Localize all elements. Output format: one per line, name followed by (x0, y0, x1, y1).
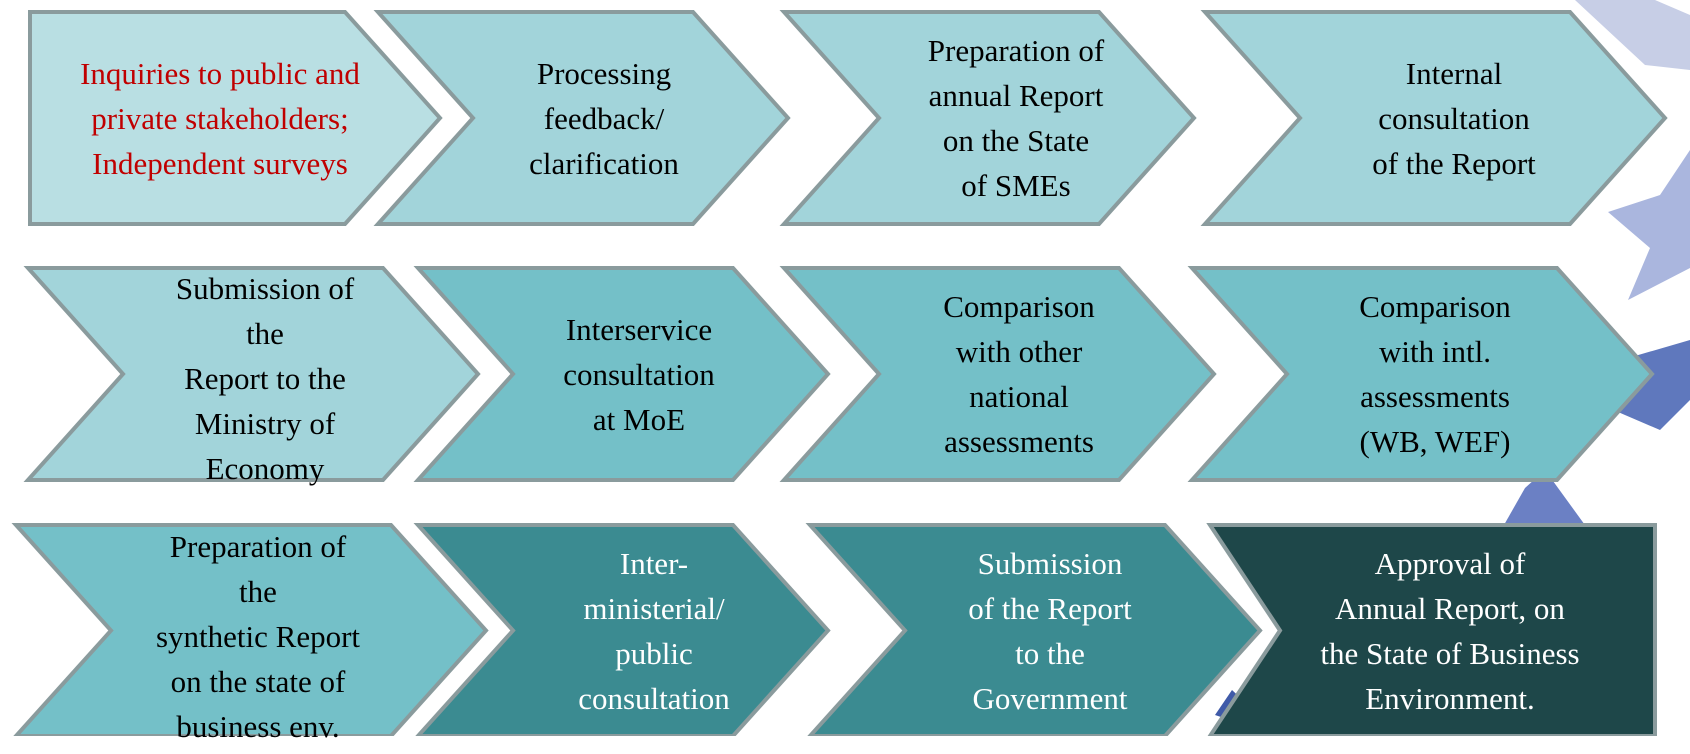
step-chevron (1187, 266, 1655, 482)
step-chevron (779, 10, 1197, 226)
step-label: Preparation of the synthetic Report on t… (155, 528, 361, 744)
process-flow-diagram: Inquiries to public and private stakehol… (11, 0, 1690, 744)
step-chevron (28, 10, 443, 226)
step-label: Inter- ministerial/ public consultation (578, 545, 730, 716)
step-chevron (805, 523, 1263, 736)
step-label: Submission of the Report to the Ministry… (175, 270, 355, 486)
step-chevron (373, 10, 791, 226)
step-chevron (779, 266, 1217, 482)
star-icon (1608, 150, 1690, 300)
step-chevron (1200, 10, 1668, 226)
star-icon (1575, 0, 1690, 70)
step-label: Internal consultation of the Report (1372, 55, 1536, 181)
step-label: Approval of Annual Report, on the State … (1320, 545, 1580, 716)
step-chevron (11, 523, 489, 736)
step-label: Inquiries to public and private stakehol… (80, 55, 360, 181)
final-step-box (1206, 523, 1657, 736)
step-label: Preparation of annual Report on the Stat… (927, 33, 1105, 203)
step-label: Interservice consultation at MoE (563, 311, 715, 437)
step-label: Submission of the Report to the Governme… (968, 545, 1132, 716)
step-label: Comparison with other national assessmen… (943, 289, 1095, 459)
step-label: Processing feedback/ clarification (529, 55, 679, 181)
arrow-layer (11, 10, 1668, 736)
step-chevron (413, 523, 831, 736)
step-chevron (23, 266, 481, 482)
star-icon (1500, 470, 1590, 532)
step-label: Comparison with intl. assessments (WB, W… (1359, 289, 1511, 459)
step-chevron (413, 266, 831, 482)
